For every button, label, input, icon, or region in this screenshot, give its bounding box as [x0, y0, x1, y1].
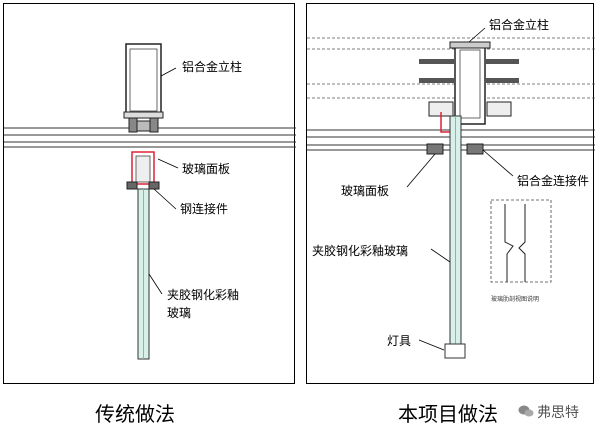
wechat-icon: [518, 405, 534, 417]
label-mullion: 铝合金立柱: [182, 60, 243, 74]
project-detail-drawing: [307, 27, 595, 359]
traditional-detail-drawing: [4, 43, 296, 360]
label-glass-panel: 玻璃面板: [341, 184, 390, 198]
label-glass-fin-line2: 玻璃: [167, 306, 192, 320]
caption-project: 本项目做法: [398, 402, 498, 426]
watermark-text: 弗思特: [537, 405, 579, 421]
label-glass-panel: 玻璃面板: [182, 162, 231, 176]
caption-traditional: 传统做法: [95, 402, 175, 426]
diagram-panel-project: 铝合金立柱 玻璃面板 铝合金连接件 夹胶钢化彩釉玻璃 灯具 玻璃肋剖视图说明: [306, 3, 595, 384]
detail-note: 玻璃肋剖视图说明: [491, 296, 540, 303]
diagram-panel-traditional: 铝合金立柱 玻璃面板 钢连接件 夹胶钢化彩釉 玻璃: [3, 3, 296, 384]
label-glass-fin: 夹胶钢化彩釉玻璃: [312, 244, 409, 258]
label-alu-connector: 铝合金连接件: [517, 174, 590, 188]
label-glass-fin-line1: 夹胶钢化彩釉: [167, 288, 240, 302]
label-mullion: 铝合金立柱: [489, 18, 550, 32]
label-lamp: 灯具: [387, 334, 412, 348]
label-steel-connector: 钢连接件: [180, 202, 229, 216]
